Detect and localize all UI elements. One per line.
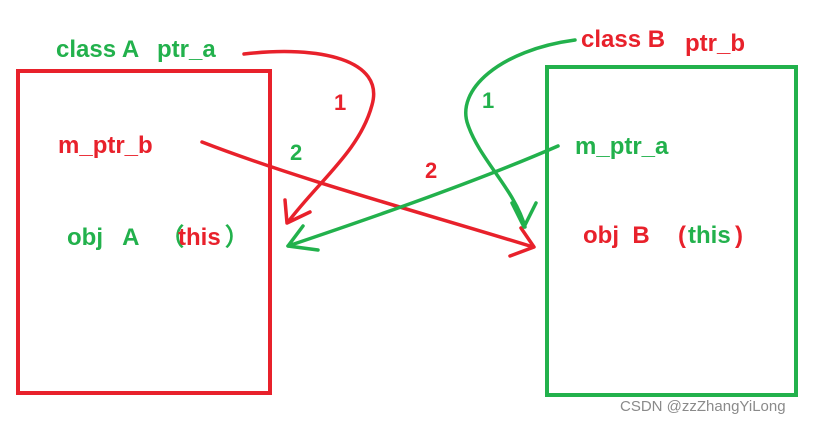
obj-b-paren-close: ) (735, 222, 743, 249)
arrow-m-ptr-a-to-obj-a (286, 144, 560, 248)
arrow-m-ptr-b-to-obj-b-head (508, 226, 536, 258)
step-2-red: 2 (425, 158, 438, 183)
step-2-green: 2 (290, 140, 303, 165)
obj-a-paren-open: （ (160, 224, 184, 251)
object-b-box (545, 65, 798, 397)
obj-b-paren-open: ( (678, 222, 686, 249)
class-a-label: class A (56, 36, 140, 63)
m-ptr-a-label: m_ptr_a (575, 133, 669, 160)
object-a-box (16, 69, 272, 395)
class-b-label: class B (581, 26, 666, 53)
ptr-a-label: ptr_a (157, 36, 216, 63)
watermark: CSDN @zzZhangYiLong (620, 398, 786, 415)
arrow-m-ptr-b-to-obj-b (200, 140, 535, 249)
arrow-ptr-b-to-obj-b (464, 38, 577, 229)
arrow-ptr-a-to-obj-a (242, 49, 376, 224)
obj-a-paren-close: ） (225, 224, 249, 251)
obj-a-this: this (178, 224, 221, 251)
arrow-ptr-b-to-obj-b-head (510, 201, 538, 229)
step-1-red: 1 (334, 90, 347, 115)
m-ptr-b-label: m_ptr_b (58, 132, 153, 159)
obj-a-label: obj A (67, 224, 140, 251)
step-1-green: 1 (482, 88, 495, 113)
arrow-m-ptr-a-to-obj-a-head (286, 224, 320, 252)
arrow-ptr-a-to-obj-a-head (283, 198, 312, 225)
obj-b-label: obj B (583, 222, 650, 249)
obj-b-this: this (688, 222, 731, 249)
ptr-b-label: ptr_b (685, 30, 745, 57)
